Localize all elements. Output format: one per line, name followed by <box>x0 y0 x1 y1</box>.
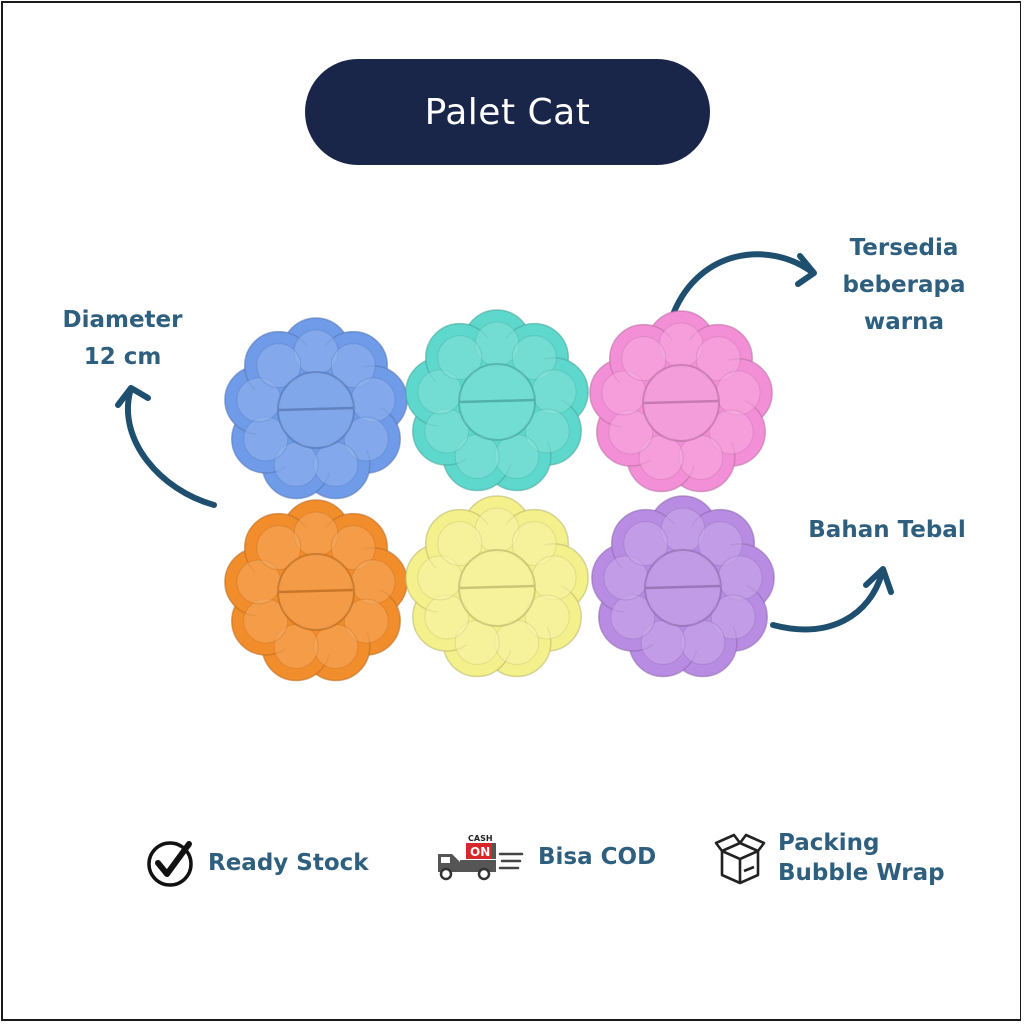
diameter-value: 12 cm <box>83 344 162 370</box>
palette-teal <box>405 309 589 492</box>
package-box-icon <box>714 833 766 885</box>
palette-blue <box>224 317 408 500</box>
diameter-callout: Diameter 12 cm <box>60 302 185 376</box>
diameter-arrow <box>125 389 217 508</box>
title-banner: Palet Cat <box>305 59 710 165</box>
material-callout: Bahan Tebal <box>804 512 970 549</box>
cod-badge-main: ON <box>470 845 490 859</box>
palette-purple <box>591 495 775 678</box>
feature-packing: Packing Bubble Wrap <box>714 828 945 888</box>
diameter-arrowhead <box>115 385 151 408</box>
packing-line-1: Packing <box>778 830 880 856</box>
colors-arrowhead <box>795 253 817 287</box>
cod-truck-icon: CASH ON <box>438 834 524 881</box>
colors-line-1: Tersedia <box>849 235 959 261</box>
packing-label: Packing Bubble Wrap <box>778 828 945 888</box>
colors-line-3: warna <box>863 309 944 335</box>
material-label: Bahan Tebal <box>808 517 966 543</box>
ready-stock-label: Ready Stock <box>208 850 369 876</box>
check-circle-icon <box>147 841 193 887</box>
feature-ready-stock: Ready Stock <box>146 838 369 888</box>
cod-label: Bisa COD <box>538 844 657 870</box>
diameter-label: Diameter <box>62 307 183 333</box>
title-text: Palet Cat <box>424 91 591 133</box>
colors-line-2: beberapa <box>842 272 966 298</box>
colors-callout: Tersedia beberapa warna <box>838 230 970 341</box>
packing-line-2: Bubble Wrap <box>778 860 945 886</box>
feature-cod: CASH ON Bisa COD <box>432 832 656 882</box>
palette-orange <box>224 499 408 682</box>
cod-badge-top: CASH <box>468 834 493 843</box>
material-arrow <box>770 570 885 633</box>
material-arrowhead <box>863 566 894 595</box>
palette-yellow <box>405 495 589 678</box>
palette-pink <box>589 310 773 493</box>
colors-arrow <box>671 251 815 315</box>
